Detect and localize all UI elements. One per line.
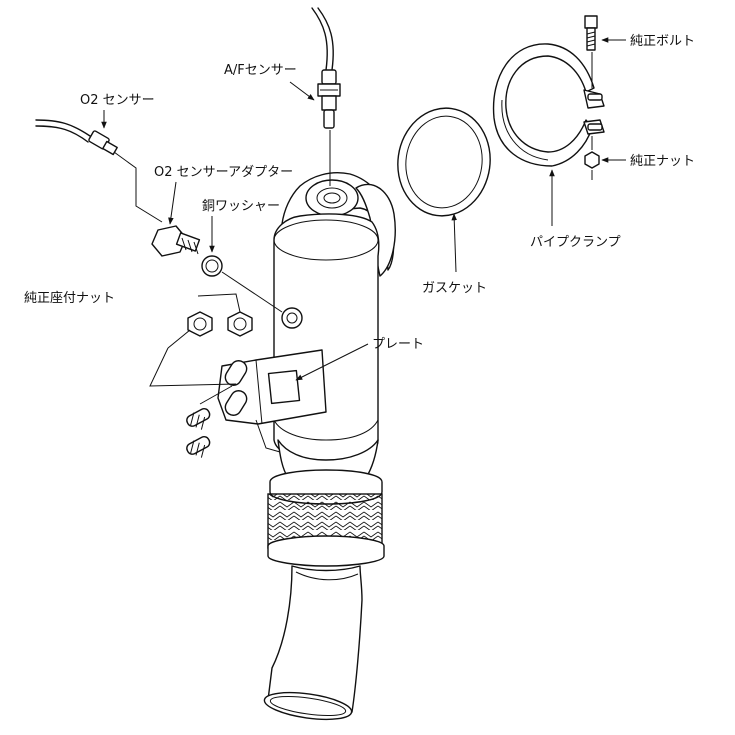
bracket-slot-lower	[224, 390, 248, 416]
downpipe	[263, 172, 396, 721]
lower-pipe	[267, 565, 363, 713]
label-o2-adapter: O2 センサーアダプター	[154, 165, 293, 180]
leader-plate	[295, 343, 369, 381]
stud-lower	[186, 436, 211, 458]
oem-flange-nuts	[187, 311, 253, 337]
outlet-opening	[263, 691, 353, 721]
nut-leader-lines	[149, 293, 241, 405]
pipe-body	[273, 213, 380, 463]
pipe-clamp	[492, 43, 605, 167]
stud-upper	[186, 408, 211, 430]
label-oem-bolt: 純正ボルト	[630, 34, 695, 49]
o2-sensor	[35, 119, 163, 223]
copper-washer	[201, 255, 223, 277]
af-sensor-boss	[305, 179, 359, 217]
leader-o2-adapter	[168, 181, 177, 225]
label-plate: プレート	[372, 337, 424, 352]
flange-nut-left	[187, 311, 213, 337]
label-oem-flange-nut: 純正座付ナット	[24, 291, 115, 306]
studs	[186, 408, 211, 458]
oem-nut	[584, 151, 600, 169]
flange-nut-right	[227, 311, 253, 337]
label-af-sensor: A/Fセンサー	[224, 63, 297, 78]
leader-af-sensor	[289, 81, 315, 101]
bracket-plate	[217, 349, 327, 453]
flex-ring-bottom	[267, 535, 385, 567]
o2-sensor-port	[281, 307, 303, 329]
o2-sensor-adapter	[151, 225, 201, 257]
af-sensor	[311, 7, 341, 129]
label-copper-washer: 銅ワッシャー	[202, 199, 280, 214]
plate-label-window	[267, 369, 301, 405]
pipe-taper	[277, 439, 379, 479]
label-gasket: ガスケット	[422, 281, 487, 296]
label-pipe-clamp: パイプクランプ	[530, 235, 621, 250]
oem-bolt	[584, 15, 598, 51]
label-o2-sensor: O2 センサー	[80, 93, 155, 108]
leader-gasket	[451, 213, 458, 273]
label-oem-nut: 純正ナット	[630, 154, 695, 169]
washer-to-port-line	[221, 271, 283, 313]
gasket	[397, 107, 491, 217]
